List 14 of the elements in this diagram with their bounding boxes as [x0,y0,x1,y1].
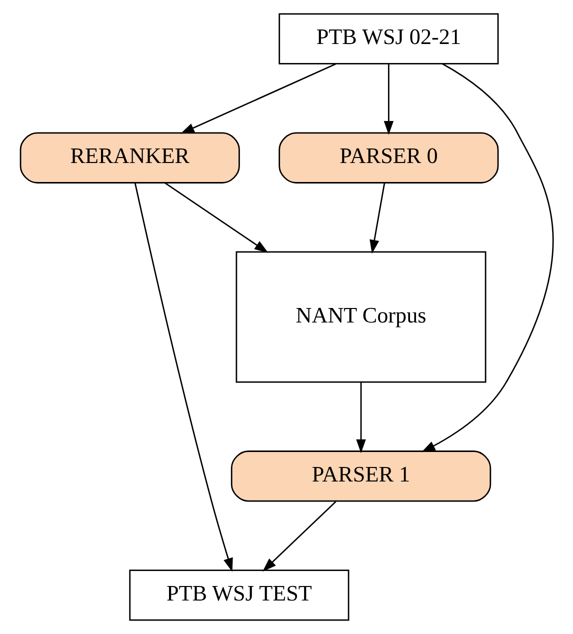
node-box: NANT Corpus [235,251,486,383]
node-box: PARSER 1 [230,450,491,502]
arrow [383,64,394,135]
arrow [369,182,385,254]
arrow [134,182,232,572]
arrow [356,382,366,454]
node-box: PARSER 0 [278,132,498,184]
arrow [164,182,268,253]
node-box: PTB WSJ TEST [128,570,349,621]
node-box: RERANKER [19,132,240,184]
arrow [262,501,336,572]
arrow [180,63,336,134]
arrow [420,63,554,452]
node-box: PTB WSJ 02-21 [278,13,498,64]
